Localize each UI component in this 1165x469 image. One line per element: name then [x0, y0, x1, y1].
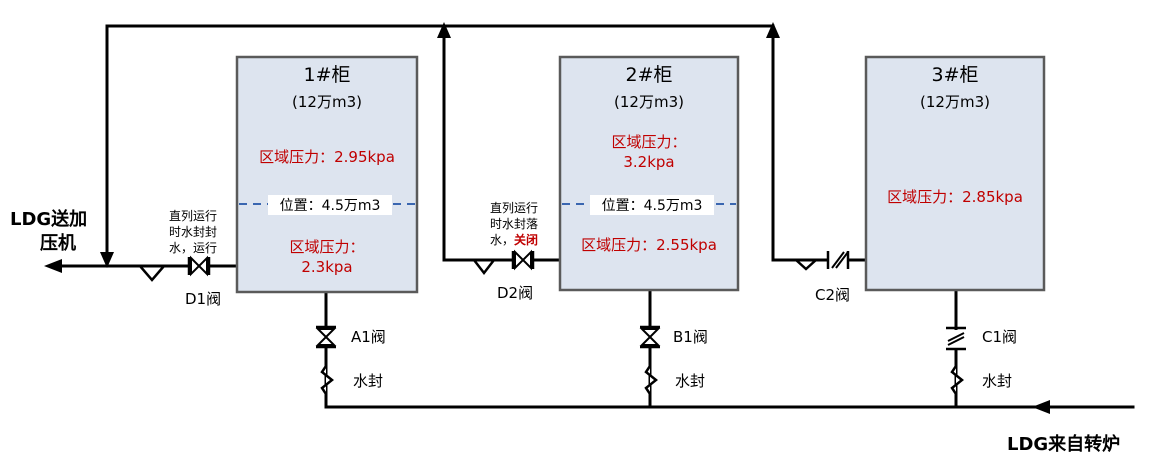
c1-valve-icon	[946, 326, 966, 351]
d2-valve-label: D2阀	[497, 284, 533, 302]
c2-bend	[790, 258, 817, 271]
water-seal-label-2: 水封	[675, 372, 705, 390]
outlet-label-line1: LDG送加	[10, 208, 87, 230]
tank-1-capacity: (12万m3)	[292, 93, 362, 111]
header-down-arrow	[100, 252, 114, 268]
tank-3-capacity: (12万m3)	[920, 93, 990, 111]
seal-wiggle-2	[644, 365, 659, 395]
d1-note-line1: 直列运行	[169, 209, 217, 223]
b1-valve-icon	[639, 325, 661, 349]
arrow-up-d2	[437, 22, 451, 38]
d1-valve-icon	[187, 255, 211, 277]
d2-valve-icon	[511, 249, 535, 271]
tank-2-pressure-top-label: 区域压力：	[611, 133, 686, 151]
c2-valve-icon	[826, 251, 850, 269]
tank-2-name: 2#柜	[625, 64, 672, 86]
c2-valve-label: C2阀	[815, 286, 850, 304]
tank-1-pressure-bottom-value: 2.3kpa	[301, 258, 352, 276]
d2-bend	[464, 258, 495, 276]
tank-2-capacity: (12万m3)	[614, 93, 684, 111]
tank-1-position: 位置：4.5万m3	[280, 198, 381, 214]
water-seal-label-3: 水封	[982, 372, 1012, 390]
seal-wiggle-1	[320, 365, 335, 395]
tank-1-name: 1#柜	[303, 64, 350, 86]
c1-valve-label: C1阀	[982, 328, 1017, 346]
outlet-label-line2: 压机	[40, 233, 76, 254]
d2-note-line3-text: 水，	[490, 233, 514, 247]
d1-note-line3: 水，运行	[169, 241, 217, 255]
d2-note-line2: 时水封落	[490, 217, 538, 231]
water-seal-label-1: 水封	[353, 372, 383, 390]
tank-3	[864, 55, 1046, 292]
top-header-pipe	[105, 24, 775, 258]
position-bg-2	[590, 195, 714, 215]
d2-note-line1: 直列运行	[490, 201, 538, 215]
tank-2	[558, 55, 740, 292]
b1-valve-label: B1阀	[673, 328, 708, 346]
tank-2-pressure-top-value: 3.2kpa	[623, 153, 674, 171]
a1-valve-icon	[315, 325, 337, 349]
d2-note-status: 关闭	[514, 232, 538, 247]
d2-note-line3: 水，关闭	[490, 232, 538, 247]
tank-1	[235, 55, 419, 294]
seal-wiggle-3	[950, 365, 965, 395]
d1-valve-label: D1阀	[185, 290, 221, 308]
d1-note-line2: 时水封封	[169, 225, 217, 239]
tank-1-pressure-bottom-label: 区域压力：	[289, 238, 364, 256]
tank-3-name: 3#柜	[931, 64, 978, 86]
tank-2-position: 位置：4.5万m3	[602, 198, 703, 214]
a1-valve-label: A1阀	[351, 328, 386, 346]
position-bg-1	[268, 195, 392, 215]
inlet-arrow	[1032, 400, 1050, 414]
arrow-up-c2	[766, 22, 780, 38]
inlet-label: LDG来自转炉	[1007, 433, 1120, 455]
tank-3-pressure: 区域压力：2.85kpa	[887, 188, 1023, 206]
outlet-arrow-left	[44, 259, 62, 273]
tank-2-pressure-bottom: 区域压力：2.55kpa	[581, 236, 717, 254]
d1-bend	[130, 264, 165, 282]
tank-1-pressure-top: 区域压力：2.95kpa	[259, 148, 395, 166]
